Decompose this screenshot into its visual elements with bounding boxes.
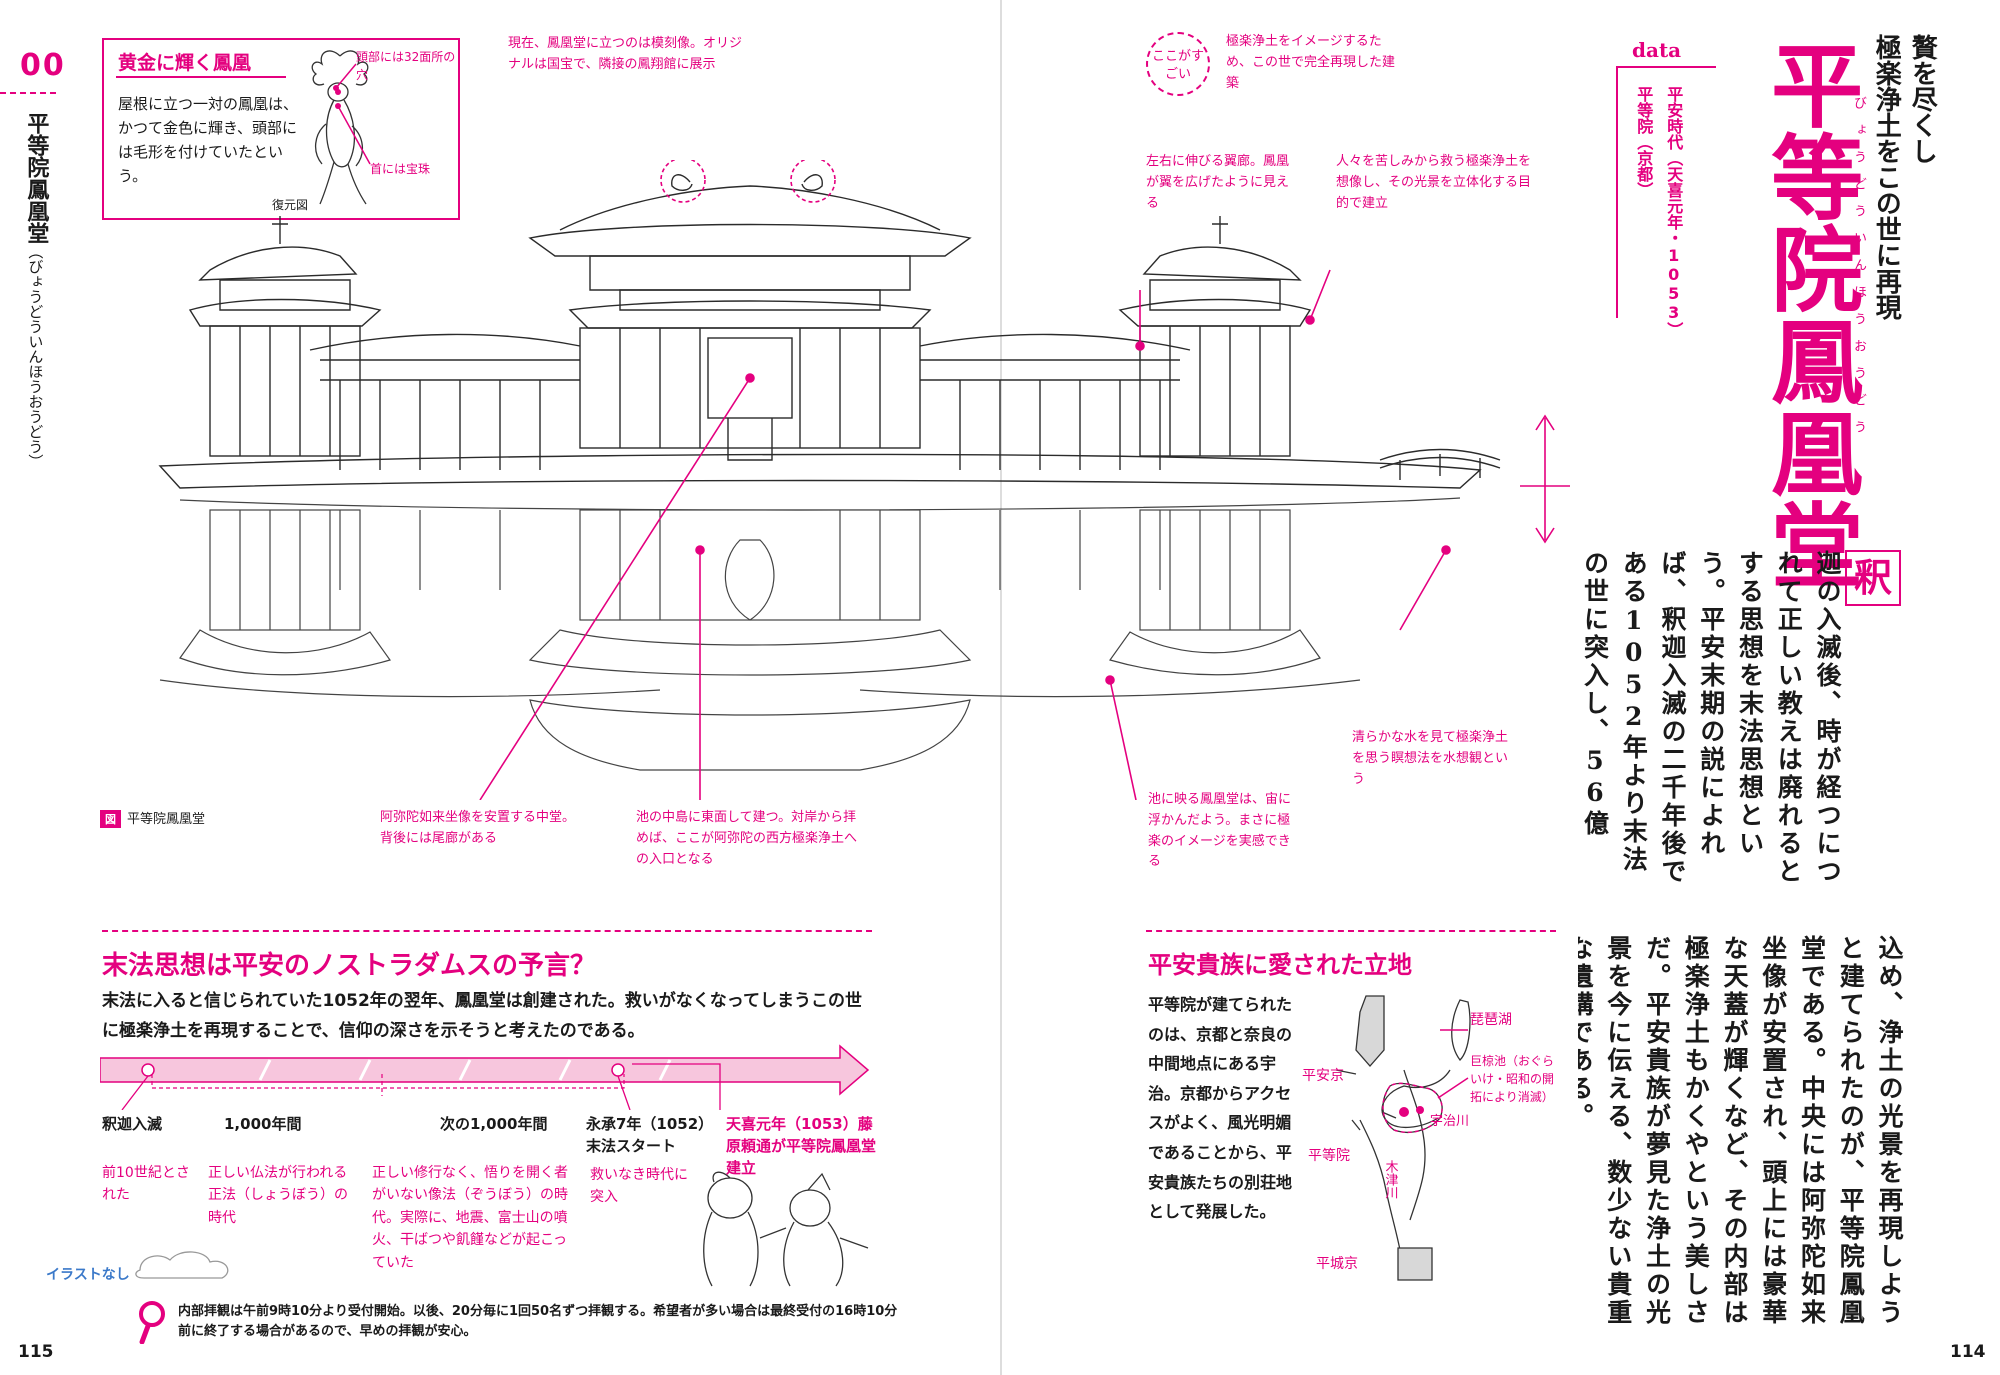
section2-rule [1146,930,1556,932]
info-box [102,38,460,220]
info-leaders [333,63,371,165]
figure-badge: 図 [100,810,121,828]
map-label-uji-river: 宇治川 [1430,1114,1470,1129]
body-text-top: 迦の入滅後、時が経つにつれて正しい教えは廃れるとする思想を末法思想という。平安末… [1580,550,1843,886]
temple-illustration [158,160,1570,800]
timeline-sub-1: 正しい仏法が行われる正法（しょうぼう）の時代 [208,1165,348,1226]
chapter-number: 00 [20,48,66,83]
data-side-rule [1616,66,1618,318]
no-illustration-note: イラストなし [46,1267,130,1283]
side-title: 平等院鳳凰堂（びょうどういんほうおうどう） [22,112,48,469]
side-title-text: 平等院鳳凰堂 [23,112,49,244]
data-label: data [1632,38,1682,62]
data-rule [1616,66,1716,68]
annotation-wings: 左右に伸びる翼廊。鳳凰が翼を広げたように見える [1146,154,1290,211]
search-icon [139,1301,165,1344]
data-era: 平安時代（天喜元年・1053） [1664,86,1684,338]
info-box-underline [116,76,286,78]
map-label-heiankyo: 平安京 [1302,1068,1344,1084]
koko-text: 極楽浄土をイメージするため、この世で完全再現した建築 [1226,34,1396,91]
drop-cap: 釈 [1845,550,1901,606]
label-neck-jewel: 首には宝珠 [370,162,431,176]
koko-badge: ここがすごい [1146,32,1210,96]
cloud-illustration [135,1251,229,1279]
footer-note: 内部拝観は午前9時10分より受付開始。以後、20分毎に1回50名ずつ拝観する。希… [178,1304,898,1340]
timeline-label-0: 釈迦入滅 [102,1115,163,1133]
section2-body: 平等院が建てられたのは、京都と奈良の中間地点にある宇治。京都からアクセスがよく、… [1148,995,1293,1222]
timeline-sub-2: 正しい修行なく、悟りを開く者がいない像法（ぞうぼう）の時代。実際に、地震、富士山… [372,1165,568,1271]
timeline-bar [100,1044,870,1110]
side-title-reading: （びょうどういんほうおうどう） [26,244,45,469]
section2-title: 平安貴族に愛された立地 [1148,951,1412,979]
annotation-salvation: 人々を苦しみから救う極楽浄土を想像し、その光景を立体化する目的で建立 [1336,154,1532,211]
page-number-right: 114 [1950,1342,1986,1362]
timeline-label-4: 天喜元年（1053）藤原頼通が平等院鳳凰堂建立 [726,1115,877,1177]
book-spine [1000,0,1002,1375]
annotation-island: 池の中島に東面して建つ。対岸から拝めば、ここが阿弥陀の西方極楽浄土への入口となる [636,810,858,867]
timeline-label-1: 1,000年間 [224,1115,302,1133]
label-reconstruction: 復元図 [272,198,309,212]
info-box-title: 黄金に輝く鳳凰 [118,52,252,74]
page-title: 平等院鳳凰堂 [1755,38,1863,590]
timeline-sub-3: 救いなき時代に突入 [590,1167,688,1206]
label-head-holes: 頭部には32面所の穴 [356,50,456,82]
info-box-text: 屋根に立つ一対の鳳凰は、かつて金色に輝き、頭部には毛形を付けていたという。 [118,95,299,185]
map-label-byodoin: 平等院 [1308,1148,1350,1164]
page-title-ruby: びょうどういんほうおうどう [1851,96,1866,447]
body-text-bottom: 込め、浄土の光景を再現しようと建てられたのが、平等院鳳凰堂である。中央には阿弥陀… [1578,935,1904,1327]
timeline-sub-0: 前10世紀とされた [102,1165,190,1204]
map-label-biwako: 琵琶湖 [1470,1012,1512,1028]
annotation-replica: 現在、鳳凰堂に立つのは模刻像。オリジナルは国宝で、隣接の鳳翔館に展示 [508,36,743,72]
kyoto-map [1335,995,1471,1281]
map-label-ogura: 巨椋池（おぐらいけ・昭和の開拓により消滅） [1470,1054,1555,1104]
annotation-water-meditation: 清らかな水を見て極楽浄土を思う瞑想法を水想観という [1352,730,1509,787]
lead-line-1: 贅を尽くし [1907,34,1938,164]
annotation-reflection: 池に映る鳳凰堂は、宙に浮かんだよう。まさに極楽のイメージを実感できる [1148,792,1292,870]
map-label-kizu-river: 木津川 [1382,1160,1398,1199]
body-text-top-continued: 迦の入滅後、時が経つにつれて正しい教えは廃れるとする思想を末法思想という。平安末… [1578,550,1846,895]
lead-line-2: 極楽浄土をこの世に再現 [1871,34,1902,320]
timeline-label-3: 永承7年（1052）末法スタート [586,1115,706,1155]
annotation-amida: 阿弥陀如来坐像を安置する中堂。背後には尾廊がある [380,810,576,846]
section1-title: 末法思想は平安のノストラダムスの予言？ [102,951,597,981]
figure-label-text: 平等院鳳凰堂 [127,812,206,827]
data-place: 平等院（京都） [1634,86,1654,198]
map-label-heijokyo: 平城京 [1316,1256,1358,1272]
timeline-label-2: 次の1,000年間 [440,1115,548,1133]
section1-rule [102,930,872,932]
people-illustration [703,1171,869,1287]
phoenix-illustration [311,50,369,205]
figure-label: 図平等院鳳凰堂 [100,808,205,828]
page-number-left: 115 [18,1342,54,1362]
section1-body: 末法に入ると信じられていた1052年の翌年、鳳凰堂は創建された。救いがなくなって… [102,991,862,1041]
chapter-rule [0,92,56,94]
